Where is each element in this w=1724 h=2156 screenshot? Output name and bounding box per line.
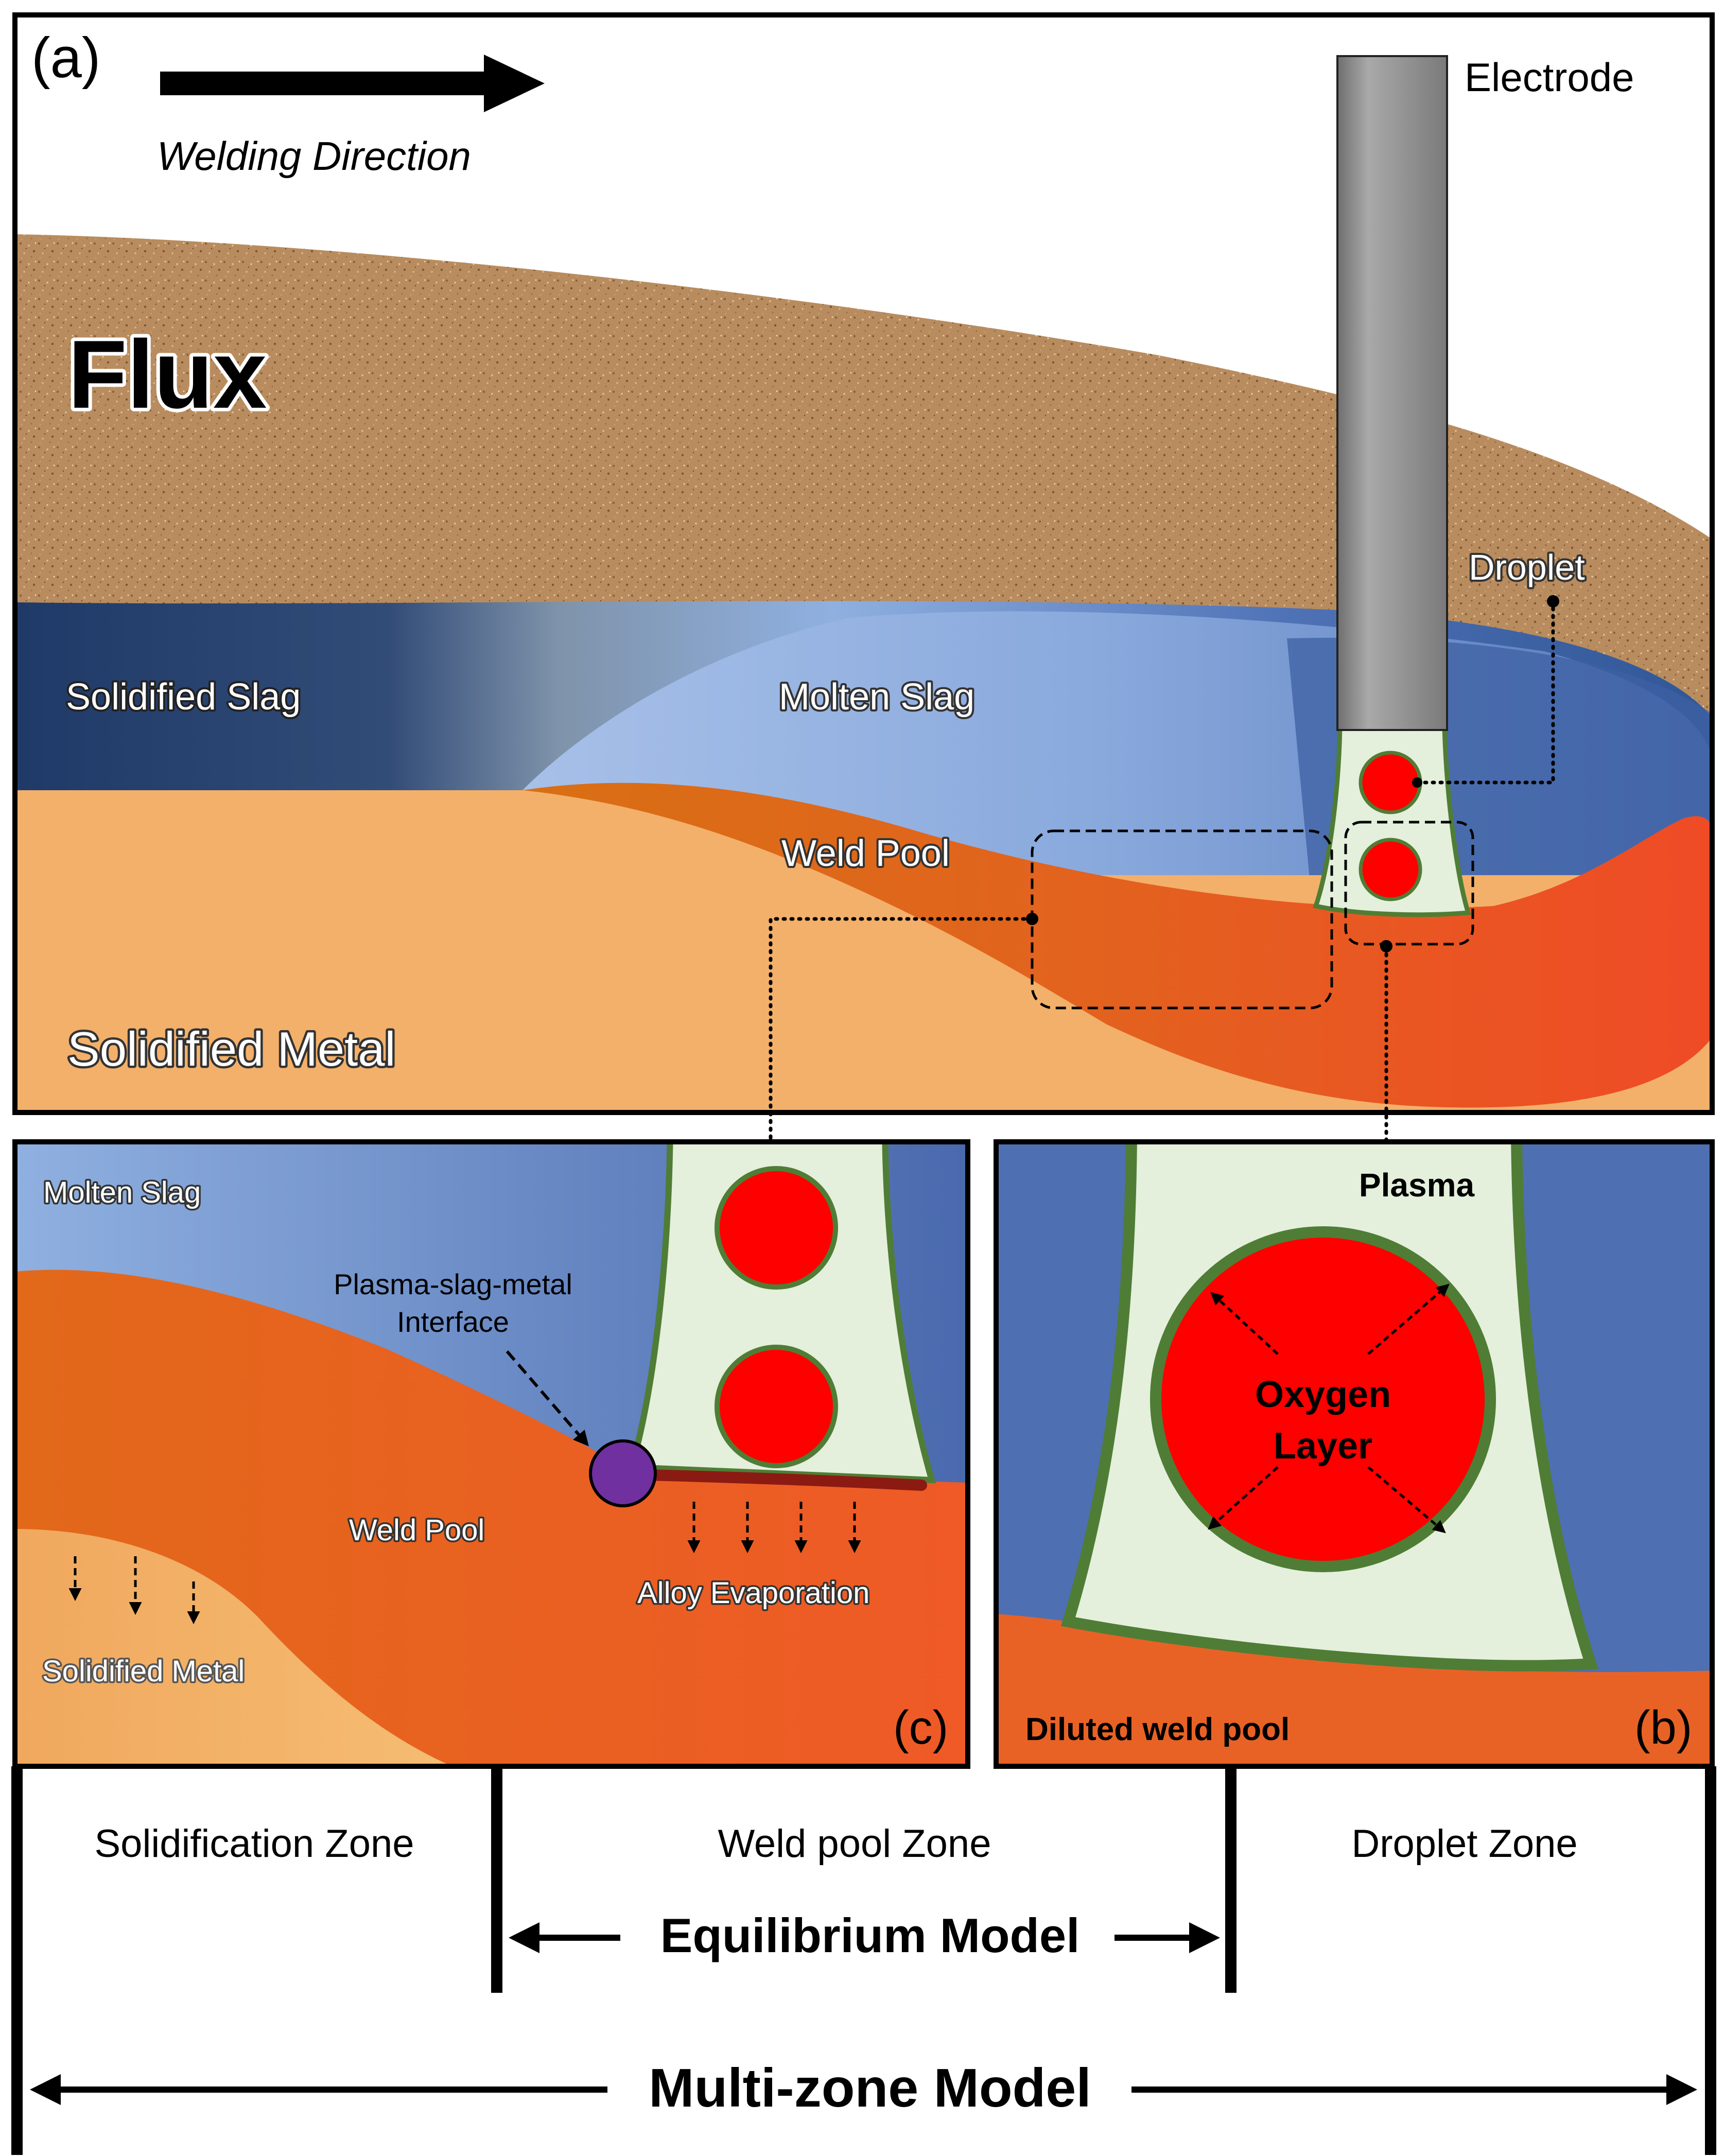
zoom-box-b [1344, 821, 1474, 946]
solidified-metal-label: Solidified Metal [67, 1022, 395, 1076]
panel-b-diluted-pool [996, 1614, 1712, 1766]
zone-dividers [11, 1766, 1716, 2155]
solidification-zone-label: Solidification Zone [94, 1822, 414, 1866]
droplet-upper [1359, 751, 1422, 814]
multizone-model-label: Multi-zone Model [649, 2058, 1091, 2118]
alloy-evaporation-label: Alloy Evaporation [637, 1576, 869, 1610]
panel-c-solidified-metal [15, 1529, 452, 1766]
interface-band [640, 1469, 927, 1491]
panel-c-solidified-metal-label: Solidified Metal [42, 1655, 245, 1688]
molten-slag-label: Molten Slag [779, 676, 974, 718]
interface-label-line2: Interface [397, 1306, 509, 1338]
plasma-zone [1313, 725, 1471, 917]
oxygen-diffusion-arrows [1208, 1283, 1450, 1534]
connector-lines [769, 599, 1555, 1146]
flux-label: Flux [68, 320, 267, 428]
oxygen-label-line1: Oxygen [1255, 1374, 1391, 1415]
panel-c-droplet-lower [715, 1345, 838, 1468]
panel-c-weld-pool-label: Weld Pool [349, 1514, 484, 1547]
droplet-lower [1359, 838, 1422, 901]
weld-pool-label: Weld Pool [781, 833, 950, 874]
panel-c-molten-slag-label: Molten Slag [43, 1176, 201, 1209]
evaporation-arrows [687, 1502, 861, 1553]
welding-direction-label: Welding Direction [157, 133, 471, 179]
electrode [1336, 55, 1448, 731]
weldpool-zone-label: Weld pool Zone [718, 1822, 991, 1866]
plasma-label: Plasma [1359, 1167, 1475, 1204]
panel-b-label: (b) [1634, 1701, 1692, 1754]
droplet-zone-label: Droplet Zone [1351, 1822, 1577, 1866]
panel-c-droplet-upper [715, 1166, 838, 1290]
interface-label-line1: Plasma-slag-metal [334, 1268, 572, 1300]
oxygen-layer-droplet [1150, 1226, 1496, 1572]
interface-dot [589, 1439, 657, 1507]
panel-b-frame [994, 1139, 1715, 1769]
diluted-pool-label: Diluted weld pool [1025, 1712, 1290, 1747]
panel-c-plasma [628, 1142, 936, 1484]
welding-direction-arrow [160, 55, 545, 112]
panel-c-label: (c) [893, 1701, 948, 1754]
equilibrium-model-label: Equilibrium Model [660, 1908, 1080, 1962]
interface-pointer-arrow [506, 1350, 589, 1447]
weld-pool-region [523, 783, 1712, 1108]
panel-c-scene [15, 1142, 968, 1766]
droplet-label: Droplet [1469, 547, 1585, 587]
panel-a-scene [15, 55, 1712, 1112]
oxygen-label-line2: Layer [1274, 1425, 1372, 1467]
electrode-label: Electrode [1465, 55, 1634, 100]
solidification-arrows [68, 1556, 200, 1624]
panel-a-label: (a) [31, 26, 100, 90]
panel-b-scene [996, 1142, 1712, 1766]
solidified-slag-label: Solidified Slag [66, 676, 301, 718]
panel-a-frame [12, 12, 1715, 1115]
